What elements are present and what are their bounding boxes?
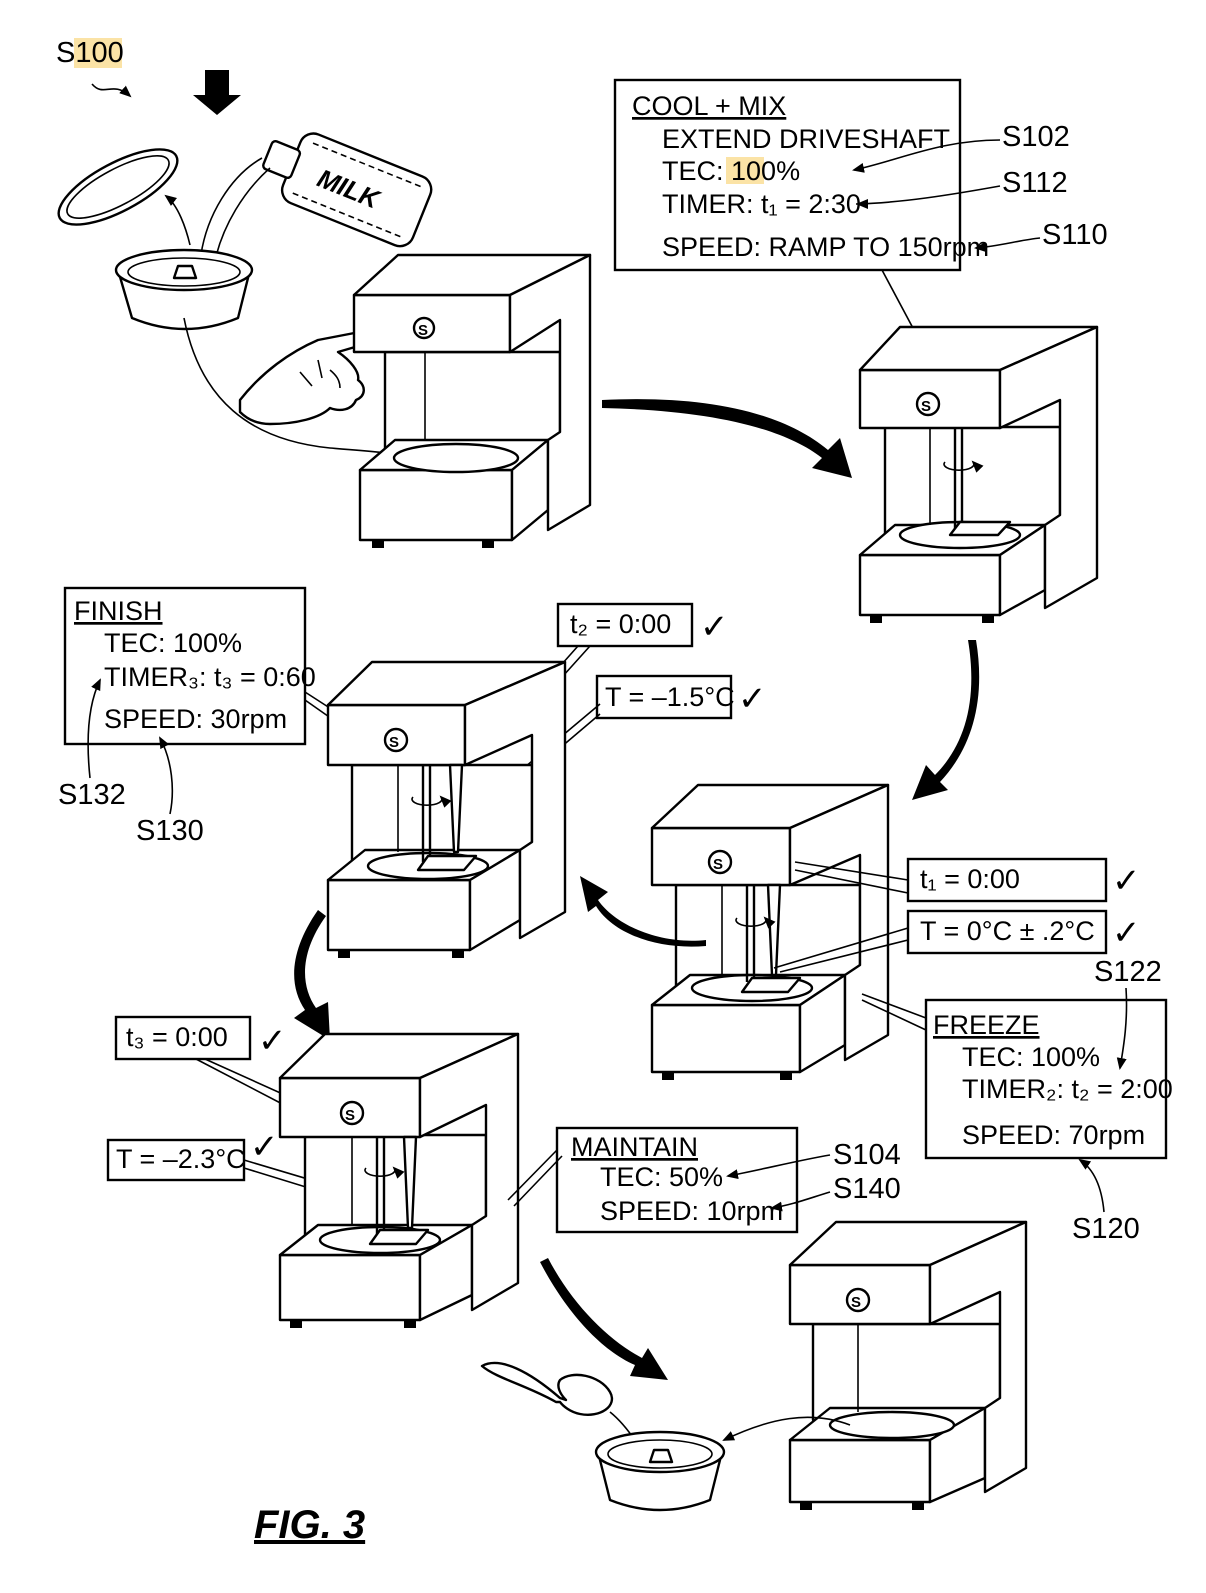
maintain-box bbox=[555, 1126, 799, 1234]
finish-button-icon bbox=[383, 727, 409, 753]
step-finish: FINISH TEC: 100% TIMER₃: t₃ = 0:60 SPEED… bbox=[58, 586, 767, 958]
step-maintain: t₃ = 0:00 ✓ T = –2.3°C ✓ S bbox=[106, 1015, 901, 1328]
lid-arrow bbox=[164, 194, 191, 246]
ref-s110: S110 bbox=[1042, 219, 1108, 251]
maintain-button-label: S bbox=[345, 1107, 355, 1124]
highlight-s100 bbox=[74, 38, 122, 68]
step-start: S100 MILK bbox=[56, 37, 592, 548]
cool-mix-heading: COOL + MIX bbox=[632, 91, 786, 121]
maintain-temp-box bbox=[106, 1138, 246, 1182]
start-button-label: S bbox=[418, 322, 428, 339]
machine-finish: S bbox=[326, 660, 567, 958]
machine-maintain: S bbox=[278, 1032, 520, 1328]
finish-tec: TEC: 100% bbox=[104, 628, 242, 658]
spoon-icon bbox=[480, 1361, 614, 1416]
maintain-heading: MAINTAIN bbox=[571, 1132, 698, 1162]
cool-mix-box bbox=[613, 78, 962, 272]
finish-temp: T = –1.5°C bbox=[605, 682, 735, 712]
step-freeze: S t₁ = 0:00 ✓ T = 0°C ± .2°C ✓ FREEZE TE… bbox=[650, 783, 1173, 1245]
machine-start: S bbox=[352, 253, 592, 548]
highlight-tec bbox=[726, 157, 764, 184]
pour-stream bbox=[199, 157, 263, 263]
finish-timer: TIMER₃: t₃ = 0:60 bbox=[104, 662, 316, 692]
ref-s132: S132 bbox=[58, 779, 126, 811]
t1-done-box bbox=[906, 857, 1108, 903]
t2-done: t₂ = 0:00 bbox=[570, 609, 671, 639]
finish-temp-box bbox=[595, 674, 733, 720]
freeze-button-label: S bbox=[713, 856, 723, 873]
lid-inner bbox=[66, 155, 170, 219]
maintain-temp: T = –2.3°C bbox=[116, 1144, 246, 1174]
finish-button-label: S bbox=[389, 734, 399, 751]
flow-arrow-3 bbox=[580, 876, 706, 947]
flow-arrow-2 bbox=[912, 640, 980, 800]
serve-button-icon bbox=[845, 1287, 871, 1313]
milk-bottle-icon: MILK bbox=[262, 132, 433, 248]
bowl-icon bbox=[114, 248, 254, 331]
flow-arrow-1 bbox=[602, 399, 852, 478]
machine-serve: S bbox=[788, 1220, 1028, 1510]
cool-mix-timer: TIMER: t₁ = 2:30 bbox=[662, 189, 861, 219]
cool-mix-tec: TEC: 100% bbox=[662, 156, 800, 186]
machine-freeze: S bbox=[650, 783, 890, 1080]
start-ref-overlay: S100 bbox=[56, 37, 124, 69]
maintain-tec: TEC: 50% bbox=[600, 1162, 723, 1192]
t2-done-box bbox=[556, 602, 694, 648]
freeze-heading: FREEZE bbox=[933, 1010, 1040, 1040]
freeze-timer: TIMER₂: t₂ = 2:00 bbox=[962, 1074, 1173, 1104]
ref-s112: S112 bbox=[1002, 167, 1068, 199]
cool-button-label: S bbox=[921, 398, 931, 415]
check-t3: ✓ bbox=[258, 1022, 287, 1060]
machine-cool-mix: S bbox=[858, 325, 1099, 623]
check-t2: ✓ bbox=[700, 608, 729, 646]
ref-s104: S104 bbox=[833, 1139, 901, 1171]
ref-s122: S122 bbox=[1094, 956, 1162, 988]
squiggle-arrow bbox=[91, 83, 132, 98]
freeze-tec: TEC: 100% bbox=[962, 1042, 1100, 1072]
cool-button-icon bbox=[915, 391, 941, 417]
maintain-speed: SPEED: 10rpm bbox=[600, 1196, 783, 1226]
freeze-temp: T = 0°C ± .2°C bbox=[920, 916, 1095, 946]
freeze-button-icon bbox=[707, 849, 733, 875]
serve-bowl-icon bbox=[594, 1430, 726, 1512]
t1-done: t₁ = 0:00 bbox=[920, 864, 1020, 894]
flow-arrow-5 bbox=[540, 1258, 668, 1380]
finish-box bbox=[63, 586, 307, 746]
maintain-button-icon bbox=[339, 1100, 365, 1126]
cool-mix-driveshaft: EXTEND DRIVESHAFT bbox=[662, 124, 950, 154]
remove-bowl-arrow bbox=[722, 1416, 851, 1441]
insert-arrow-icon bbox=[193, 70, 241, 115]
check-t1: ✓ bbox=[1112, 862, 1141, 900]
finish-heading: FINISH bbox=[74, 596, 163, 626]
check-maintain-temp: ✓ bbox=[250, 1128, 279, 1166]
step-serve: S bbox=[480, 1220, 1028, 1512]
start-button-icon bbox=[412, 316, 436, 340]
freeze-temp-box bbox=[906, 909, 1108, 955]
ref-s102: S102 bbox=[1002, 121, 1070, 153]
flow-arrow-4 bbox=[294, 910, 330, 1040]
pour-stream-2 bbox=[213, 167, 271, 266]
check-freeze-temp: ✓ bbox=[1112, 914, 1141, 952]
figure-title: FIG. 3 bbox=[254, 1503, 365, 1547]
hand-icon bbox=[238, 328, 379, 426]
check-finish-temp: ✓ bbox=[738, 680, 767, 718]
step-cool-mix: COOL + MIX EXTEND DRIVESHAFT TEC: 100% T… bbox=[613, 78, 1108, 623]
ref-s140: S140 bbox=[833, 1173, 901, 1205]
t3-done-box bbox=[114, 1015, 252, 1061]
freeze-speed: SPEED: 70rpm bbox=[962, 1120, 1145, 1150]
finish-speed: SPEED: 30rpm bbox=[104, 704, 287, 734]
lid-icon bbox=[57, 148, 179, 226]
cool-mix-speed: SPEED: RAMP TO 150rpm bbox=[662, 232, 989, 262]
serve-button-label: S bbox=[851, 1294, 861, 1311]
ref-s130: S130 bbox=[136, 815, 204, 847]
t3-done: t₃ = 0:00 bbox=[126, 1022, 228, 1052]
ref-s120: S120 bbox=[1072, 1213, 1140, 1245]
